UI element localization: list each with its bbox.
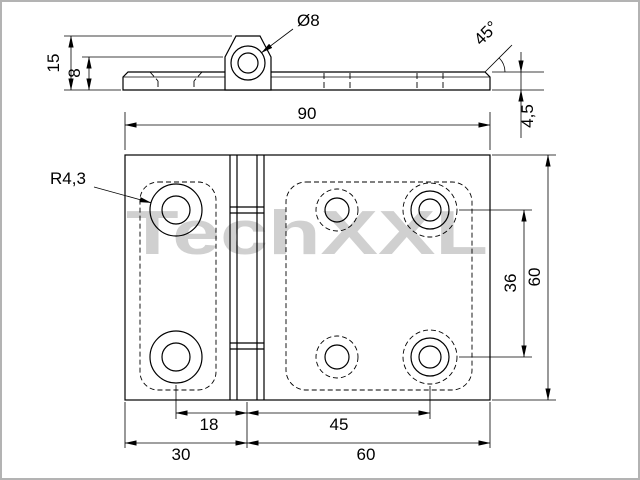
dim-label-45: 45 (330, 415, 349, 434)
dimension-overall-height: 60 (492, 154, 556, 401)
dim-label-60-height: 60 (525, 268, 544, 287)
hole-bottom-middle (324, 344, 350, 370)
front-view (124, 154, 491, 401)
pin-hole-circle (237, 52, 259, 74)
dim-label-18: 18 (200, 415, 219, 434)
knuckle-outline (224, 35, 272, 91)
hole-top-right-hidden (402, 182, 458, 238)
dimension-pin-hole-diameter: Ø8 (261, 11, 320, 54)
dimension-hole-pitch-vertical: 36 (459, 209, 532, 358)
left-recess-hidden-outline (139, 181, 217, 391)
dim-label-45deg: 45° (470, 17, 502, 49)
watermark-text: TechXXL (126, 199, 488, 268)
bottom-extension-lines (124, 385, 491, 448)
hole-top-middle-hidden (315, 188, 359, 232)
hole-top-left (161, 195, 191, 225)
hole-bottom-right-hidden (402, 329, 458, 385)
hinge-pin-band (229, 155, 265, 400)
dim-label-15: 15 (44, 54, 63, 73)
hole-top-right (418, 198, 442, 222)
dim-label-36: 36 (501, 274, 520, 293)
dimension-knuckle-total-height: 15 (44, 35, 232, 91)
dimension-chamfer-angle: 45° (470, 17, 513, 73)
dim-label-8: 8 (65, 68, 84, 77)
dimension-hole-radius: R4,3 (50, 169, 152, 204)
dim-label-r4-3: R4,3 (50, 169, 86, 188)
hole-bottom-right-counterbore (410, 337, 450, 377)
hole-bottom-middle-hidden (315, 335, 359, 379)
dimension-overall-width: 90 (124, 104, 491, 150)
hole-top-right-counterbore (410, 190, 450, 230)
dimension-right-leaf-width: 60 (246, 440, 491, 464)
dim-label-dia8: Ø8 (297, 11, 320, 30)
hole-bottom-right (418, 345, 442, 369)
dimension-knuckle-boss-height: 8 (65, 56, 223, 91)
dimension-pin-to-right-holes: 45 (246, 410, 431, 434)
hole-top-left-countersink (149, 183, 203, 237)
dimension-pin-to-hole: 18 (175, 410, 248, 434)
hole-bottom-left-countersink (149, 330, 203, 384)
dim-label-4-5: 4,5 (518, 104, 537, 128)
hole-top-middle (324, 197, 350, 223)
dimension-leaf-thickness: 4,5 (492, 52, 544, 138)
dim-label-90: 90 (298, 104, 317, 123)
dim-label-30: 30 (172, 445, 191, 464)
hole-bottom-left (161, 342, 191, 372)
dimension-left-leaf-width: 30 (124, 440, 248, 464)
dim-label-60-width: 60 (357, 445, 376, 464)
right-recess-hidden-outline (285, 181, 473, 391)
top-view (122, 35, 491, 91)
hinge-outline (124, 154, 491, 401)
pin-boss-circle (230, 45, 266, 81)
